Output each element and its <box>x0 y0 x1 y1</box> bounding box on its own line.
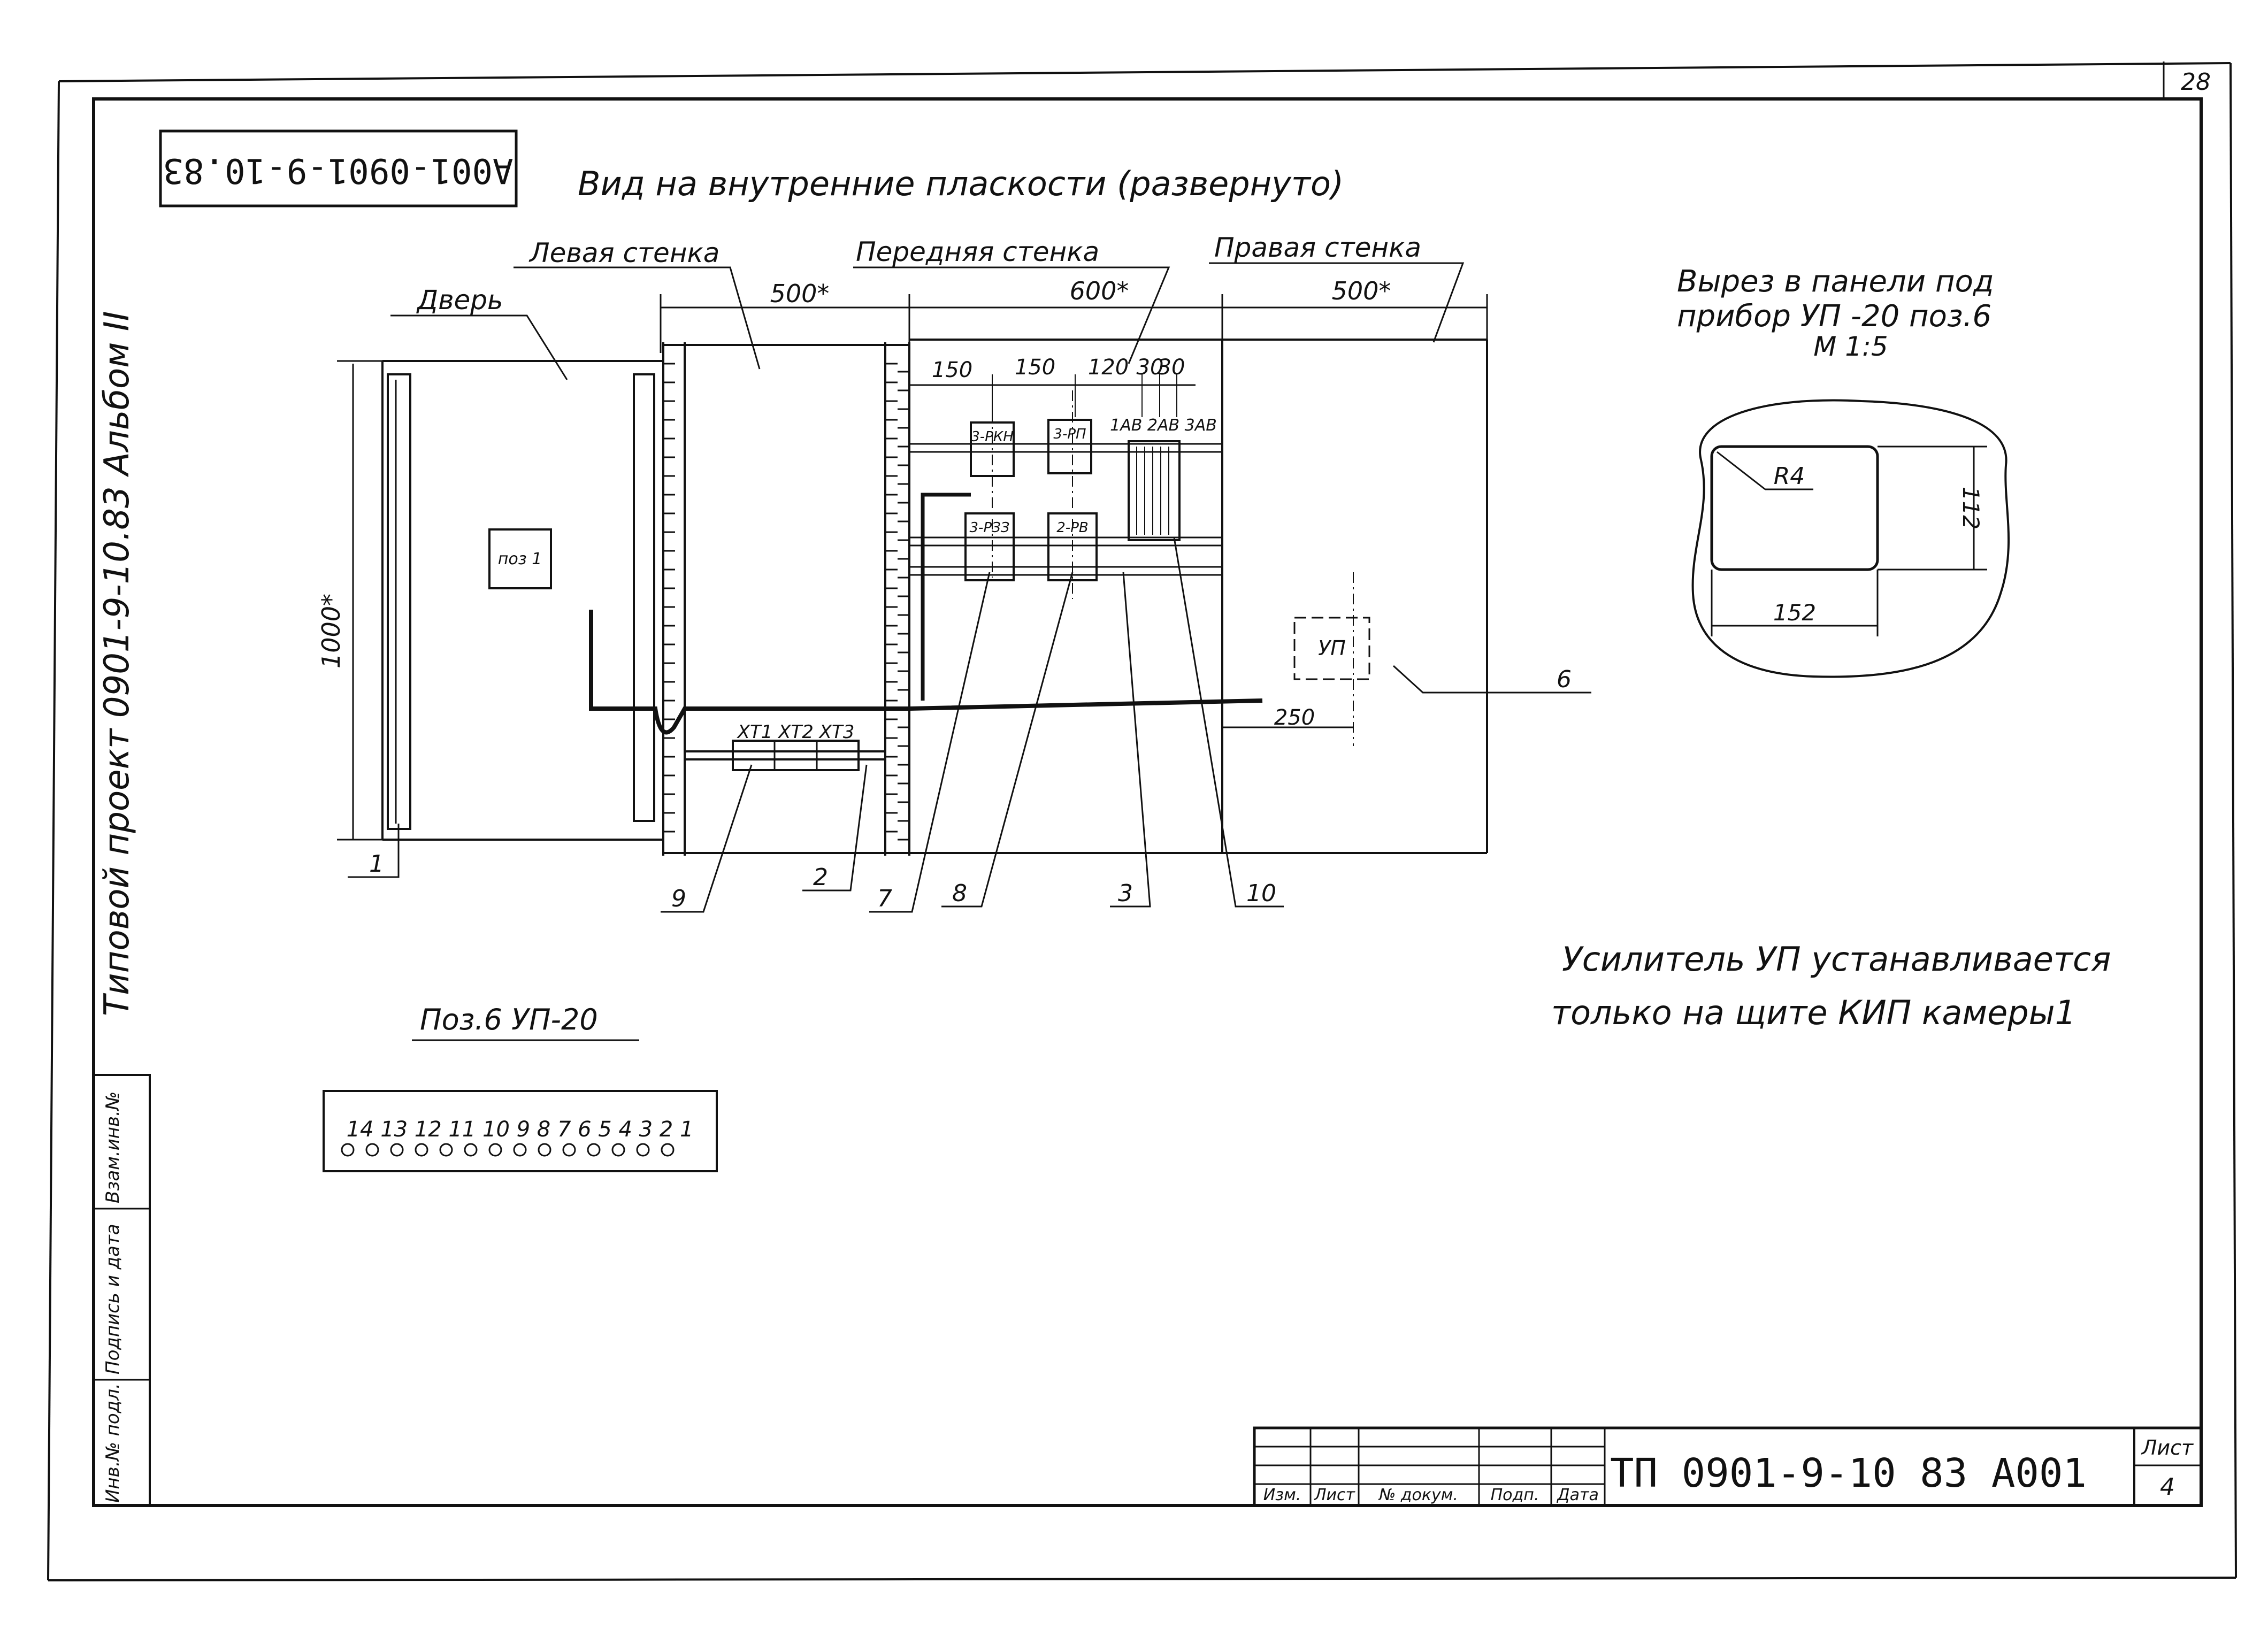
label-up: УП <box>1318 636 1346 660</box>
cutout-detail: Вырез в панели под прибор УП -20 поз.6 М… <box>1677 264 2010 678</box>
tb-header-list: Лист <box>1314 1486 1356 1504</box>
height-dimension: 1000* <box>317 360 385 841</box>
tb-sheet-label: Лист <box>2141 1436 2194 1459</box>
pin-hole <box>513 1143 527 1157</box>
up-amplifier-outline <box>1293 617 1370 680</box>
pin-hole <box>464 1143 478 1157</box>
label-front-wall: Передняя стенка <box>856 236 1099 267</box>
tb-header-date: Дата <box>1556 1486 1599 1504</box>
callouts: 1 9 2 7 8 3 10 6 <box>348 537 1591 913</box>
note-line-2: только на щите КИП камеры1 <box>1551 993 2076 1032</box>
callout-9: 9 <box>671 885 686 912</box>
cutout-title-2: прибор УП -20 поз.6 <box>1677 299 1991 334</box>
pin-hole <box>365 1143 379 1157</box>
sheet-frame <box>47 62 2237 1581</box>
leader-left-wall <box>514 266 761 370</box>
pos6-title: Поз.6 УП-20 <box>420 1003 598 1036</box>
dim-120: 120 <box>1088 355 1129 380</box>
title-block: Изм. Лист № докум. Подп. Дата ТП 0901-9-… <box>1253 1426 2203 1507</box>
label-left-wall: Левая стенка <box>528 237 719 268</box>
cutout-title-1: Вырез в панели под <box>1677 264 1994 299</box>
dim-30a: 30 <box>1137 355 1164 380</box>
pin-hole <box>587 1143 601 1157</box>
dim-width-right: 500* <box>1332 276 1391 305</box>
side-box-inv: Инв.№ подл. <box>102 1383 124 1503</box>
dim-30b: 30 <box>1158 355 1185 380</box>
cutout-radius: R4 <box>1774 463 1805 490</box>
note-line-1: Усилитель УП устанавливается <box>1562 940 2111 979</box>
leader-front-wall <box>853 266 1170 364</box>
tb-document-code: ТП 0901-9-10 83 А001 <box>1610 1450 2087 1496</box>
cutout-scale: М 1:5 <box>1813 331 1888 362</box>
callout-6: 6 <box>1557 666 1572 693</box>
side-box-signature: Подпись и дата <box>102 1224 124 1374</box>
tb-header-doc: № докум. <box>1378 1486 1458 1504</box>
left-wall-panel: ХТ1 ХТ2 ХТ3 <box>662 342 910 856</box>
pin-hole <box>415 1143 428 1157</box>
relay-r-p-label: 3-РП <box>1053 426 1086 442</box>
cutout-dim-height: 112 <box>1958 487 1984 529</box>
side-approval-boxes: Инв.№ подл. Подпись и дата Взам.инв.№ <box>93 1074 151 1507</box>
pin-hole <box>538 1143 551 1157</box>
tb-sheet-value: 4 <box>2160 1473 2175 1501</box>
stamp-box: А001-0901-9-10.83 <box>159 129 518 208</box>
relay-r-p <box>1047 419 1092 474</box>
terminal-labels: ХТ1 ХТ2 ХТ3 <box>737 721 855 743</box>
relay-r-zz-label: 3-РЗЗ <box>970 520 1010 536</box>
dim-250: 250 <box>1274 705 1315 730</box>
pin-hole <box>562 1143 576 1157</box>
door-panel: поз 1 <box>381 360 663 841</box>
pin-hole <box>390 1143 404 1157</box>
pin-hole <box>439 1143 453 1157</box>
overall-dimensions: 500* 600* 500* <box>660 276 1488 353</box>
tb-header-sign: Подп. <box>1491 1486 1539 1504</box>
label-pos1: поз 1 <box>498 550 542 568</box>
leader-door <box>390 314 568 380</box>
leader-right-wall <box>1209 262 1465 343</box>
dim-150b: 150 <box>1015 355 1055 380</box>
callout-2: 2 <box>813 864 828 891</box>
label-door: Дверь <box>416 285 503 316</box>
pin-hole <box>488 1143 502 1157</box>
pos6-terminal-block: 14 13 12 11 10 9 8 7 6 5 4 3 2 1 <box>323 1090 718 1172</box>
tb-header-izm: Изм. <box>1263 1486 1301 1504</box>
cable <box>589 493 1263 735</box>
pin-hole <box>341 1143 355 1157</box>
breakers-label: 1АВ 2АВ 3АВ <box>1110 416 1217 435</box>
callout-3: 3 <box>1118 880 1133 907</box>
sheet-number-corner: 28 <box>2181 68 2211 96</box>
side-box-replace: Взам.инв.№ <box>102 1092 124 1203</box>
relay-r-zz <box>964 512 1015 581</box>
callout-10: 10 <box>1246 880 1276 907</box>
main-title: Вид на внутренние пласкости (развернуто) <box>578 164 1344 203</box>
callout-7: 7 <box>877 885 892 912</box>
dim-width-front: 600* <box>1070 276 1129 305</box>
din-rail-ticks <box>663 363 675 833</box>
din-rail-ticks <box>885 363 909 841</box>
pin-holes <box>341 1143 675 1157</box>
dim-height: 1000* <box>317 594 346 668</box>
callout-1: 1 <box>369 850 384 878</box>
circuit-breakers <box>1128 440 1181 541</box>
pin-hole <box>661 1143 675 1157</box>
pin-hole <box>611 1143 625 1157</box>
album-side-title: Типовой проект 0901-9-10.83 Альбом II <box>97 311 137 1016</box>
dim-150a: 150 <box>932 358 972 382</box>
front-wall-panel: 150 150 120 30 30 3-РКН 3-РП 3-РЗЗ 2-РВ … <box>909 339 1488 854</box>
stamp-text: А001-0901-9-10.83 <box>163 150 513 190</box>
cutout-dim-width: 152 <box>1773 600 1816 626</box>
callout-8: 8 <box>952 880 967 907</box>
pos6-pins: 14 13 12 11 10 9 8 7 6 5 4 3 2 1 <box>347 1117 694 1142</box>
label-right-wall: Правая стенка <box>1214 232 1421 263</box>
dim-width-left: 500* <box>770 279 830 308</box>
pin-hole <box>636 1143 650 1157</box>
right-wall-panel: УП 250 <box>1222 339 1487 746</box>
